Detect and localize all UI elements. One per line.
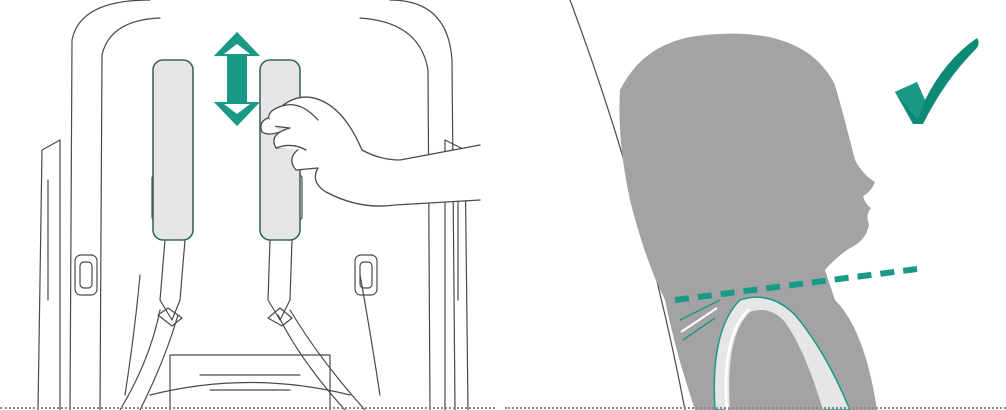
shoulder-pad-right [260, 60, 300, 240]
shoulder-pad-left [153, 60, 193, 240]
separator-left [0, 407, 495, 409]
separator-right [505, 407, 1006, 409]
frame-left [38, 140, 60, 410]
shoulder-height-panel [505, 0, 1006, 410]
seat-cushion [125, 275, 380, 395]
harness-strap-left-lower [160, 240, 185, 320]
child-silhouette-illustration [505, 0, 1006, 410]
checkmark-icon [895, 38, 979, 124]
seat-harness-illustration [0, 0, 495, 410]
strap-adjustment-panel [0, 0, 495, 410]
shoulder-pads [153, 60, 300, 240]
double-vertical-arrow-icon [214, 32, 260, 126]
